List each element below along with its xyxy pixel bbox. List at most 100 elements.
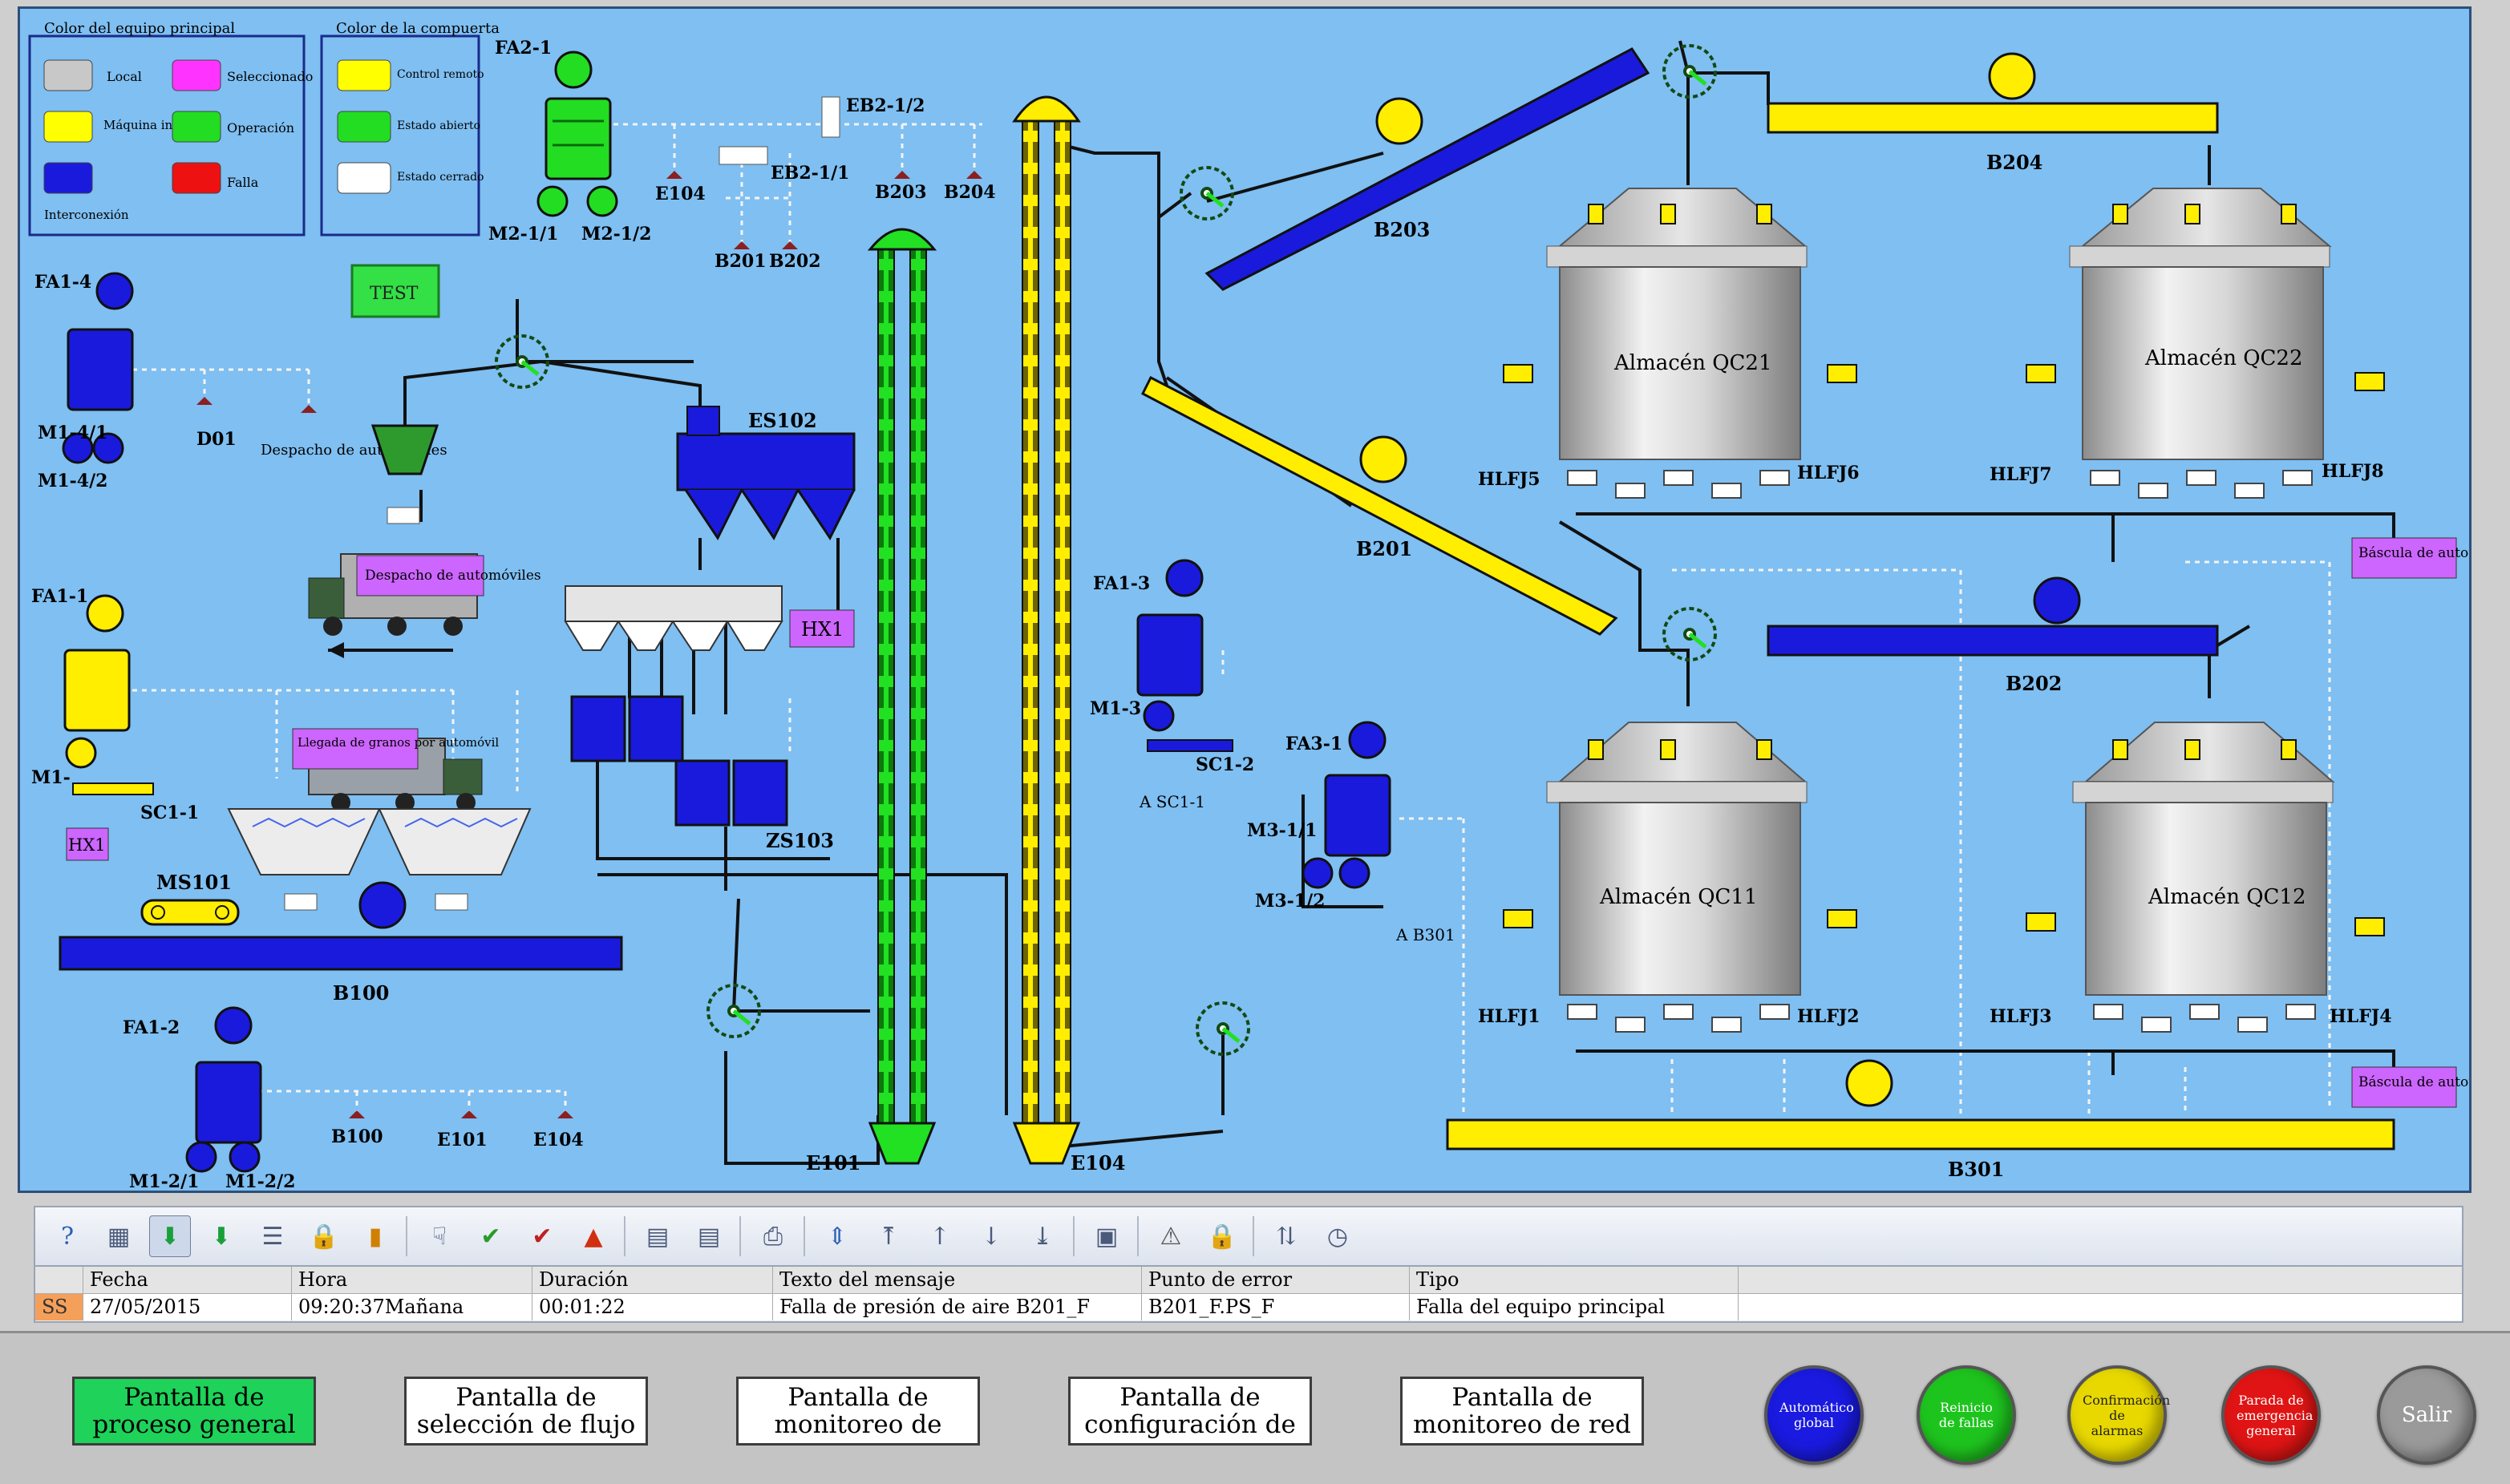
table-row[interactable]: SS 27/05/2015 09:20:37Mañana 00:01:22 Fa… (35, 1294, 2462, 1320)
label-d01: D01 (196, 429, 237, 450)
clock-icon[interactable]: ◷ (1326, 1222, 1349, 1251)
label-qc21: Almacén QC21 (1613, 351, 1772, 375)
alarm-confirm-button[interactable]: Confirmación de alarmas (2067, 1365, 2171, 1465)
cleaner-es102[interactable] (676, 406, 856, 540)
intake-hoppers[interactable] (227, 808, 532, 911)
nav-button-configuration[interactable]: Pantalla de configuración de (1068, 1377, 1312, 1446)
padlock-icon[interactable]: 🔒 (1207, 1222, 1237, 1251)
expand-vertical-icon[interactable]: ⇕ (827, 1222, 848, 1251)
bin-group-left[interactable] (570, 695, 684, 762)
bascula-top-box[interactable] (2351, 537, 2457, 579)
nav-button-monitoring[interactable]: Pantalla de monitoreo de (736, 1377, 980, 1446)
gate-eb2-1-1[interactable] (719, 146, 768, 165)
bottom-navigation: Pantalla de proceso general Pantalla de … (0, 1331, 2510, 1484)
fan-fa1-3[interactable] (1136, 559, 1233, 752)
list-icon[interactable]: ☰ (261, 1222, 284, 1251)
conveyor-b203[interactable] (1204, 47, 1650, 291)
page-down-icon[interactable]: ↓ (981, 1222, 1002, 1251)
dispatch-hopper[interactable] (370, 424, 439, 524)
conveyor-b202[interactable] (1767, 576, 2219, 657)
warning-icon[interactable]: ⚠ (1160, 1222, 1182, 1251)
conveyor-b100[interactable] (59, 881, 623, 971)
fan-fa2-1[interactable] (536, 51, 618, 217)
nav-button-network-monitoring[interactable]: Pantalla de monitoreo de red (1400, 1377, 1644, 1446)
silo-qc12[interactable] (2072, 722, 2335, 996)
elevator-e101[interactable] (867, 228, 937, 1165)
nav-button-general-process[interactable]: Pantalla de proceso general (72, 1377, 316, 1446)
help-icon[interactable]: ? (60, 1222, 75, 1251)
arrow-down-green2-icon[interactable]: ⬇ (211, 1222, 232, 1251)
test-button[interactable]: TEST (350, 264, 440, 318)
hand-down-icon[interactable]: ☟ (431, 1222, 447, 1251)
signal-lines (132, 123, 2331, 1115)
global-automatic-button[interactable]: Automático global (1764, 1365, 1864, 1465)
checklist-icon[interactable]: ✔ (480, 1222, 501, 1251)
legend-equipment: Color del equipo principal Local Selecci… (28, 20, 313, 237)
legend-label-closed: Estado cerrado (397, 171, 484, 184)
silo-qc22[interactable] (2069, 188, 2332, 460)
legend-label-local: Local (107, 69, 142, 84)
document-lock-icon[interactable]: ▤ (697, 1222, 721, 1251)
siren-icon[interactable]: ▲ (584, 1222, 603, 1251)
conveyor-b201[interactable] (1141, 375, 1618, 636)
col-header-time[interactable]: Hora (292, 1267, 532, 1293)
label-bascula-bottom: Báscula de automóviles (2358, 1074, 2472, 1090)
label-qc11: Almacén QC11 (1599, 885, 1758, 909)
exit-button[interactable]: Salir (2377, 1365, 2476, 1465)
label-ms101: MS101 (156, 871, 232, 894)
fan-fa1-1[interactable] (63, 594, 154, 795)
nav-button-flow-selection[interactable]: Pantalla de selección de flujo (404, 1377, 648, 1446)
legend-swatch-operation (172, 111, 221, 143)
hx1-mid-box[interactable] (789, 609, 855, 648)
label-hlfj3: HLFJ3 (1990, 1006, 2052, 1027)
label-m3-1-1: M3-1/1 (1247, 820, 1317, 841)
printer-icon[interactable]: ⎙ (763, 1222, 783, 1251)
document-icon[interactable]: ▤ (646, 1222, 670, 1251)
label-a-sc1-1: A SC1-1 (1139, 792, 1205, 811)
alarm-confirm-label: Confirmación de alarmas (2083, 1392, 2171, 1438)
fan-fa1-2[interactable] (185, 1006, 262, 1173)
silo-qc11[interactable] (1546, 722, 1808, 996)
bar-chart-icon[interactable]: ▮ (368, 1222, 383, 1251)
col-header-message[interactable]: Texto del mensaje (773, 1267, 1142, 1293)
label-b204-small: B204 (944, 182, 996, 203)
label-bascula-top: Báscula de automóviles (2358, 545, 2472, 561)
bin-group-zs103[interactable] (674, 759, 788, 827)
lock-doc-icon[interactable]: 🔒 (309, 1222, 339, 1251)
page-top-icon[interactable]: ⤒ (878, 1222, 899, 1251)
page-bottom-icon[interactable]: ⤓ (1032, 1222, 1053, 1251)
alarm-message: Falla de presión de aire B201_F (773, 1294, 1142, 1320)
conveyor-b301[interactable] (1446, 1059, 2395, 1150)
fault-reset-button[interactable]: Reinicio de fallas (1917, 1365, 2016, 1465)
calendar-icon[interactable]: ▦ (107, 1222, 131, 1251)
arrow-down-green-icon[interactable]: ⬇ (149, 1215, 191, 1257)
silo-qc21[interactable] (1546, 188, 1808, 460)
legend-swatch-local (43, 59, 93, 91)
label-e104-top: E104 (655, 184, 706, 204)
label-b204: B204 (1986, 151, 2042, 174)
checklist-red-icon[interactable]: ✔ (532, 1222, 553, 1251)
page-up-icon[interactable]: ↑ (929, 1222, 950, 1251)
emergency-stop-button[interactable]: Parada de emergencia general (2221, 1365, 2321, 1465)
label-b201: B201 (1356, 537, 1412, 560)
label-b202-small: B202 (769, 251, 821, 272)
magnet-ms101[interactable] (140, 899, 240, 926)
conveyor-b204[interactable] (1767, 52, 2219, 134)
label-hlfj2: HLFJ2 (1797, 1006, 1860, 1027)
col-header-duration[interactable]: Duración (532, 1267, 773, 1293)
fan-fa3-1[interactable] (1302, 721, 1391, 889)
elevator-e104[interactable] (1012, 95, 1081, 1165)
col-header-date[interactable]: Fecha (83, 1267, 292, 1293)
global-automatic-label: Automático global (1779, 1400, 1854, 1430)
legend-swatch-individual (43, 111, 93, 143)
clipboard-icon[interactable]: ▣ (1095, 1222, 1119, 1251)
sort-icon[interactable]: ⇅ (1276, 1222, 1297, 1251)
fan-fa1-4[interactable] (62, 272, 134, 464)
hx1-left-box[interactable] (66, 827, 109, 861)
label-hlfj5: HLFJ5 (1478, 469, 1540, 490)
bascula-bottom-box[interactable] (2351, 1066, 2457, 1108)
col-header-error-point[interactable]: Punto de error (1142, 1267, 1410, 1293)
gate-eb2-1-2[interactable] (821, 96, 840, 138)
col-header-type[interactable]: Tipo (1410, 1267, 1739, 1293)
